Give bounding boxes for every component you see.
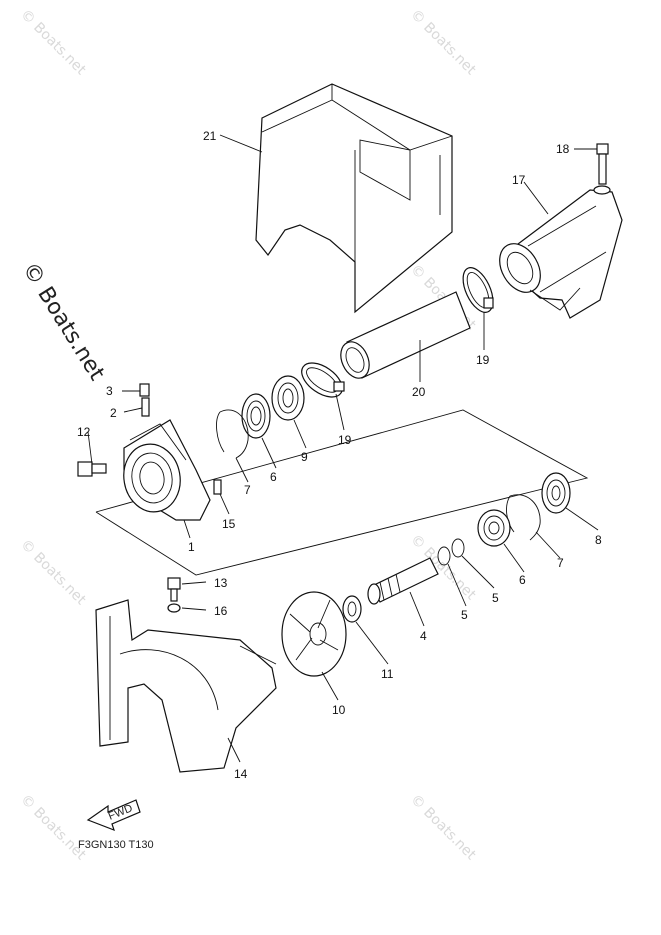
part-19-clamp-lower[interactable] (296, 356, 349, 404)
callout-18: 18 (556, 142, 570, 156)
part-5-oring-a[interactable] (451, 538, 465, 558)
part-17-nozzle[interactable] (491, 189, 623, 319)
callout-17: 17 (512, 173, 526, 187)
callout-11: 11 (381, 667, 394, 681)
part-19-clamp-upper[interactable] (457, 263, 499, 317)
part-15-pin[interactable] (213, 479, 222, 495)
part-1-housing[interactable] (119, 419, 211, 521)
watermark-tile: © Boats.net (17, 537, 89, 609)
callout-20: 20 (412, 385, 426, 399)
part-13-bolt[interactable] (167, 577, 181, 602)
callout-19-lower: 19 (338, 433, 352, 447)
part-9-bearing[interactable] (271, 375, 305, 421)
callout-13: 13 (214, 576, 228, 590)
callout-15: 15 (222, 517, 236, 531)
callout-6-lower: 6 (519, 573, 526, 587)
diagram-code: F3GN130 T130 (78, 839, 154, 851)
callout-16: 16 (214, 604, 228, 618)
part-5-oring-b[interactable] (437, 546, 451, 566)
part-3-cap[interactable] (139, 383, 150, 397)
callout-19-upper: 19 (476, 353, 490, 367)
watermark-tile: © Boats.net (17, 792, 89, 864)
callout-7-upper: 7 (244, 483, 251, 497)
watermark-tile: © Boats.net (17, 7, 89, 79)
callout-12: 12 (77, 425, 91, 439)
callout-7-lower: 7 (557, 556, 564, 570)
watermark-tile: © Boats.net (407, 792, 479, 864)
part-20-hose[interactable] (335, 291, 471, 383)
part-4-shaft[interactable] (367, 557, 439, 605)
part-6-bearing-lower[interactable] (477, 509, 511, 547)
part-8-bearing[interactable] (541, 472, 571, 514)
callout-8: 8 (595, 533, 602, 547)
part-16-washer[interactable] (167, 603, 181, 613)
callout-5-a: 5 (492, 591, 499, 605)
part-11-washer[interactable] (342, 595, 362, 623)
callout-21: 21 (203, 129, 217, 143)
callout-2: 2 (110, 406, 117, 420)
callout-14: 14 (234, 767, 248, 781)
part-12-bolt[interactable] (77, 461, 107, 477)
part-14-duct[interactable] (95, 599, 277, 773)
part-18-bolt[interactable] (593, 143, 611, 195)
part-7-circlip-lower[interactable] (506, 494, 541, 541)
callout-4: 4 (420, 629, 427, 643)
watermark-tile: © Boats.net (407, 7, 479, 79)
callout-6-upper: 6 (270, 470, 277, 484)
callout-10: 10 (332, 703, 346, 717)
part-6-bearing-upper[interactable] (241, 393, 271, 439)
part-7-circlip-upper[interactable] (216, 409, 249, 459)
assembly-outline (95, 409, 589, 576)
callout-9: 9 (301, 450, 308, 464)
watermark-main: © Boats.net (17, 258, 110, 385)
part-10-impeller[interactable] (281, 591, 347, 677)
part-2-fitting[interactable] (141, 397, 150, 417)
callout-1: 1 (188, 540, 195, 554)
callouts: 21 18 17 20 19 19 3 2 12 1 7 6 9 15 8 7 … (77, 129, 602, 781)
fwd-arrow-icon: FWD (86, 799, 141, 832)
callout-3: 3 (106, 384, 113, 398)
leader-lines (87, 134, 599, 763)
callout-5-b: 5 (461, 608, 468, 622)
part-21-intake-cover[interactable] (255, 83, 453, 314)
